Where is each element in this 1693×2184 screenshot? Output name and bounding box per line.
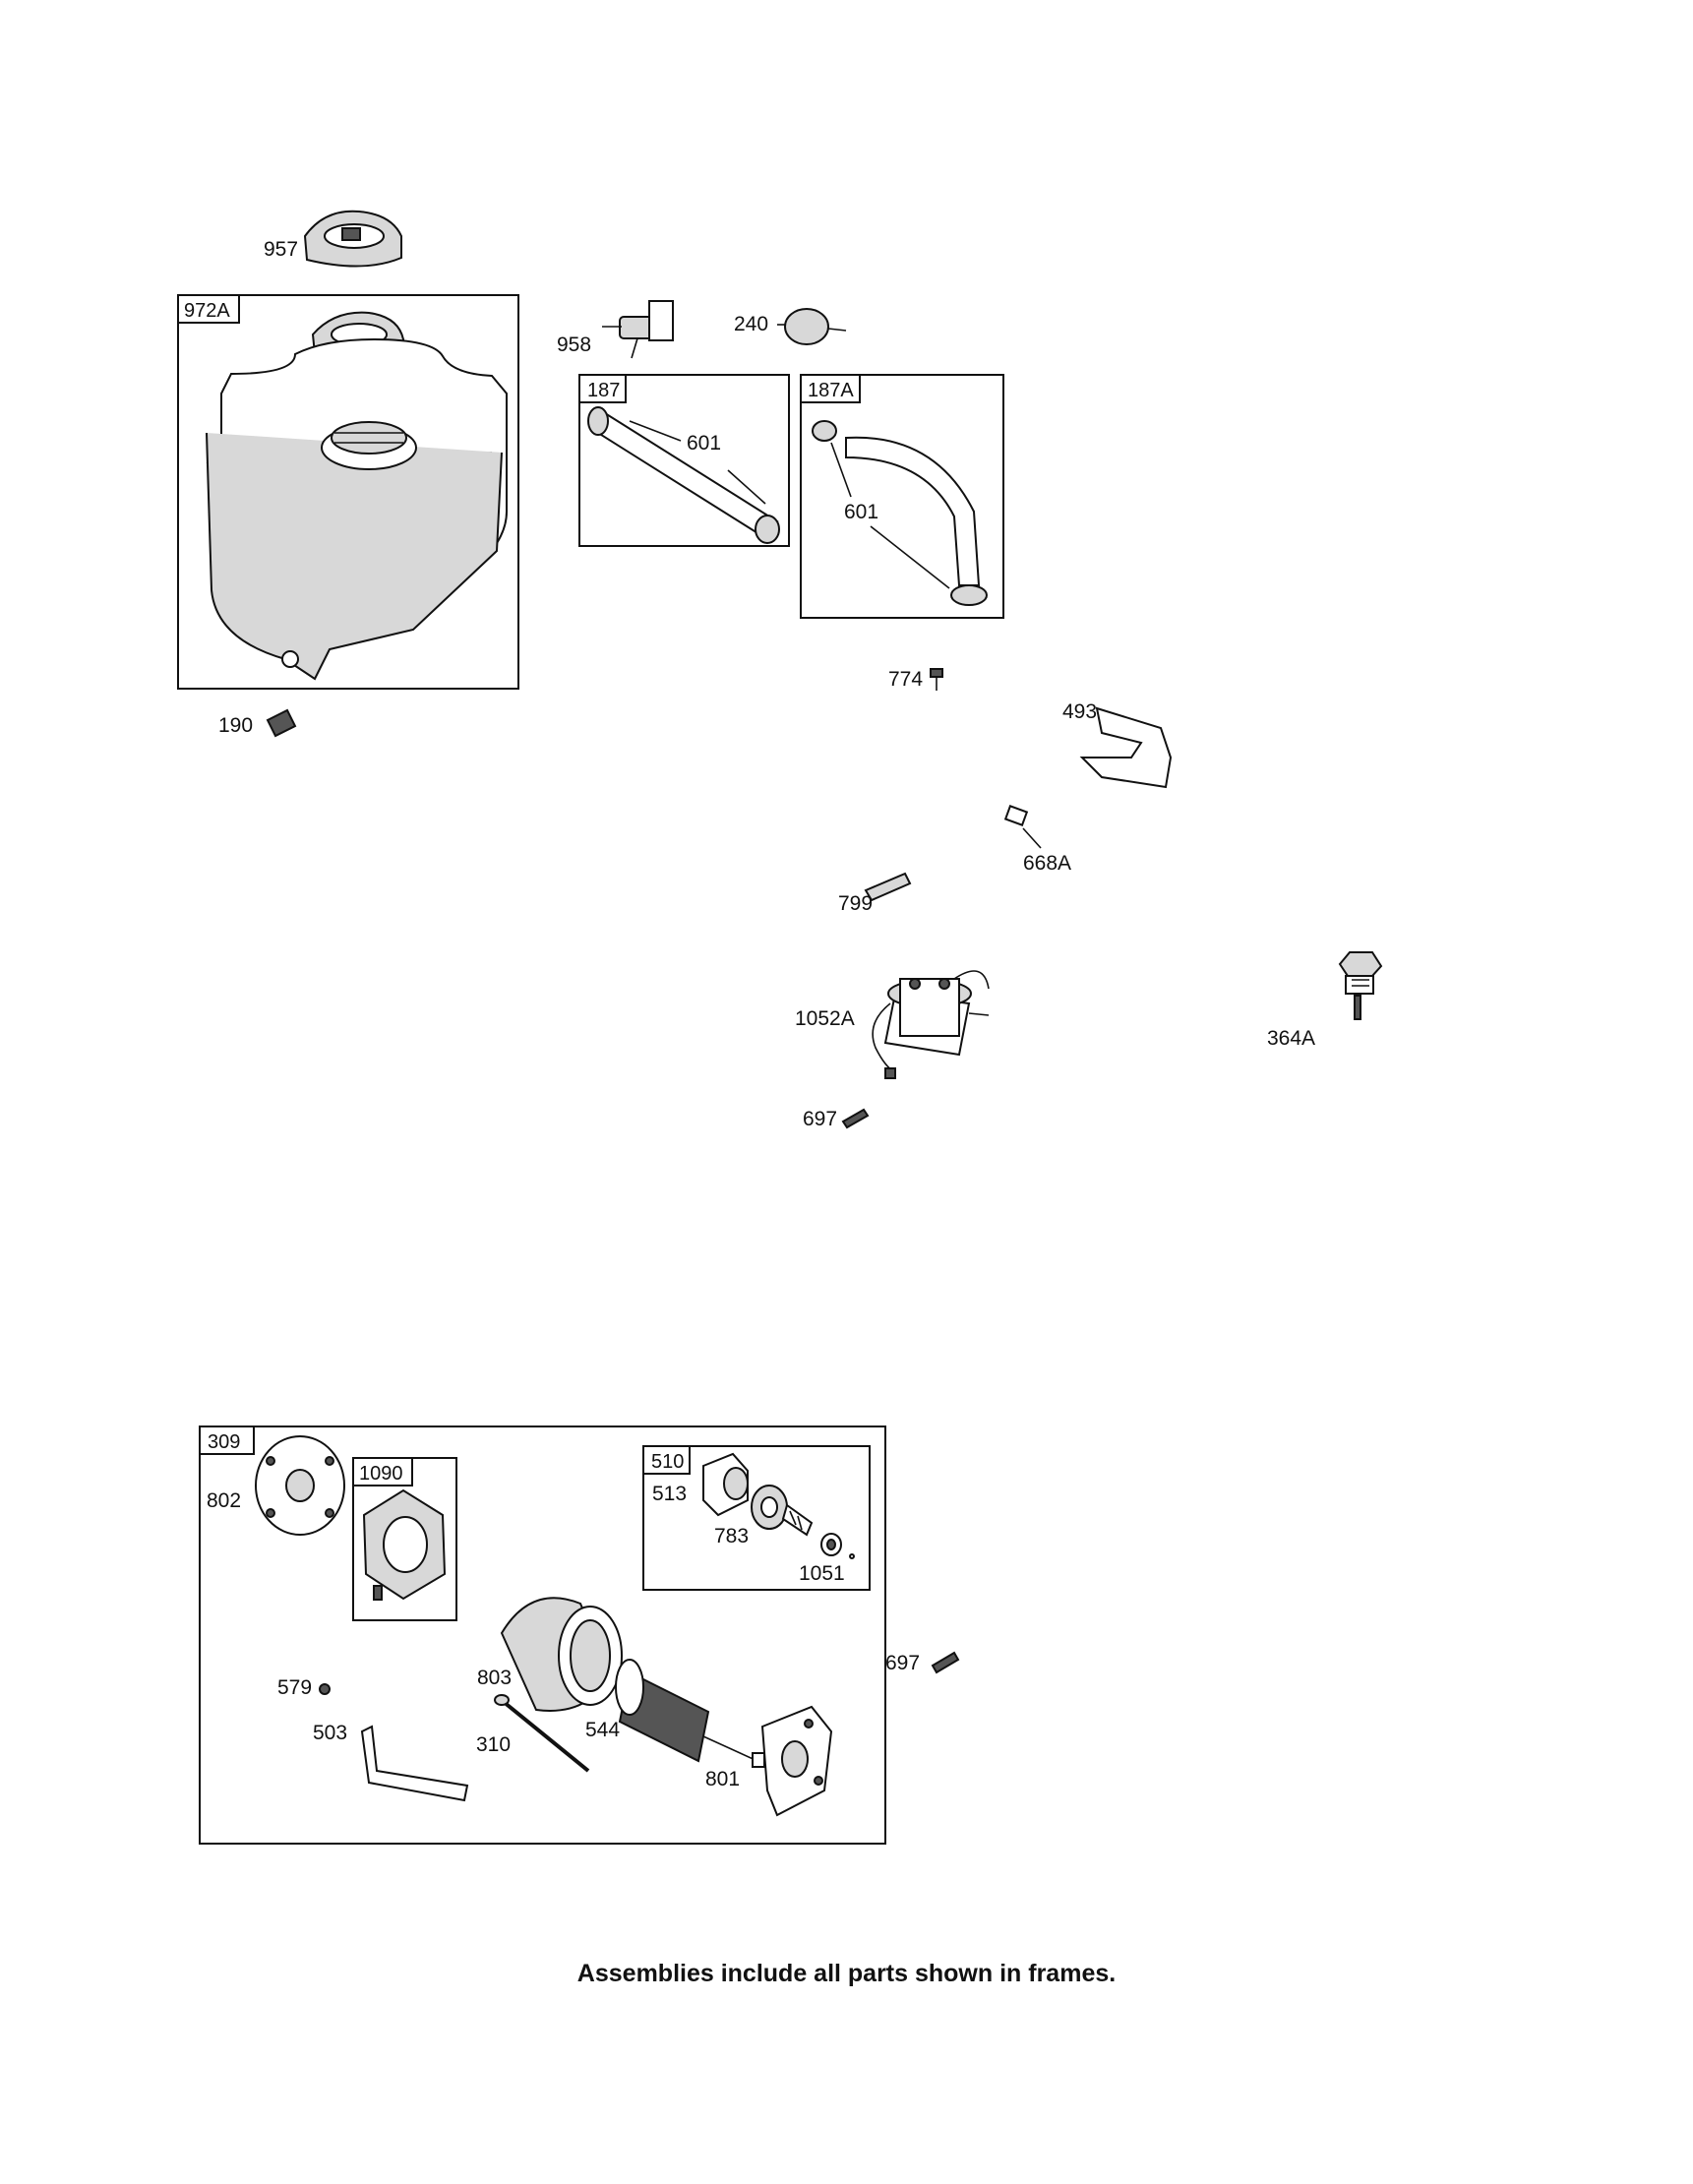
- frame-309: [199, 1426, 886, 1845]
- frame-187A: [800, 374, 1004, 619]
- frame-972A: [177, 294, 519, 690]
- fuel-tank-assembly: [206, 311, 508, 681]
- frame-label-309: 309: [208, 1431, 240, 1453]
- label-579: 579: [277, 1676, 312, 1699]
- shutoff-valve-958: [602, 300, 674, 359]
- brush-holder-1090: [362, 1488, 447, 1601]
- filter-240: [777, 308, 847, 345]
- label-802: 802: [207, 1489, 241, 1512]
- label-783: 783: [714, 1525, 749, 1547]
- housing-803: [500, 1597, 623, 1712]
- label-364A: 364A: [1267, 1027, 1315, 1050]
- frame-label-187: 187: [587, 380, 620, 401]
- frame-187: [578, 374, 790, 547]
- label-493: 493: [1062, 700, 1097, 723]
- screw-774: [930, 668, 943, 691]
- label-190: 190: [218, 714, 253, 737]
- fuel-line-curved: [812, 420, 988, 606]
- label-1052A: 1052A: [795, 1007, 855, 1030]
- bolt-310: [494, 1694, 590, 1773]
- label-601-b: 601: [844, 501, 878, 523]
- label-801: 801: [705, 1768, 740, 1790]
- assemblies-footnote: Assemblies include all parts shown in fr…: [576, 1960, 1117, 1987]
- frame-tag-309: [199, 1426, 255, 1455]
- label-601-a: 601: [687, 432, 721, 455]
- frame-tag-187A: [800, 374, 861, 403]
- label-957: 957: [264, 238, 298, 261]
- drive-gear-kit: [702, 1452, 855, 1559]
- switch-364A: [1338, 951, 1383, 1020]
- frame-tag-510: [642, 1445, 691, 1475]
- frame-label-1090: 1090: [359, 1463, 403, 1485]
- armature-544: [615, 1659, 765, 1768]
- frame-label-187A: 187A: [808, 380, 854, 401]
- frame-tag-972A: [177, 294, 240, 324]
- bracket-493: [1079, 706, 1173, 789]
- fuel-cap-957: [303, 210, 402, 268]
- bracket-503: [360, 1725, 469, 1802]
- label-774: 774: [888, 668, 923, 691]
- label-697-a: 697: [803, 1108, 837, 1130]
- label-513: 513: [652, 1483, 687, 1505]
- stud-799: [864, 872, 912, 902]
- label-240: 240: [734, 313, 768, 335]
- label-310: 310: [476, 1733, 511, 1756]
- screw-697-bottom: [931, 1651, 960, 1674]
- label-1051: 1051: [799, 1562, 845, 1585]
- label-544: 544: [585, 1719, 620, 1741]
- frame-label-510: 510: [651, 1451, 684, 1473]
- screw-190: [266, 708, 297, 738]
- gasket-802: [255, 1435, 345, 1536]
- label-958: 958: [557, 334, 591, 356]
- spacer-668A: [1003, 805, 1042, 849]
- label-799: 799: [838, 892, 873, 915]
- label-697-b: 697: [885, 1652, 920, 1674]
- solenoid-1052A: [872, 970, 990, 1079]
- frame-label-972A: 972A: [184, 300, 230, 322]
- nut-579: [319, 1683, 331, 1695]
- label-503: 503: [313, 1722, 347, 1744]
- end-cap-801: [760, 1705, 833, 1817]
- frame-tag-1090: [352, 1457, 413, 1486]
- fuel-line-straight: [587, 406, 780, 544]
- screw-697-top: [841, 1108, 870, 1129]
- label-803: 803: [477, 1667, 512, 1689]
- label-668A: 668A: [1023, 852, 1071, 875]
- frame-tag-187: [578, 374, 627, 403]
- frame-510: [642, 1445, 871, 1591]
